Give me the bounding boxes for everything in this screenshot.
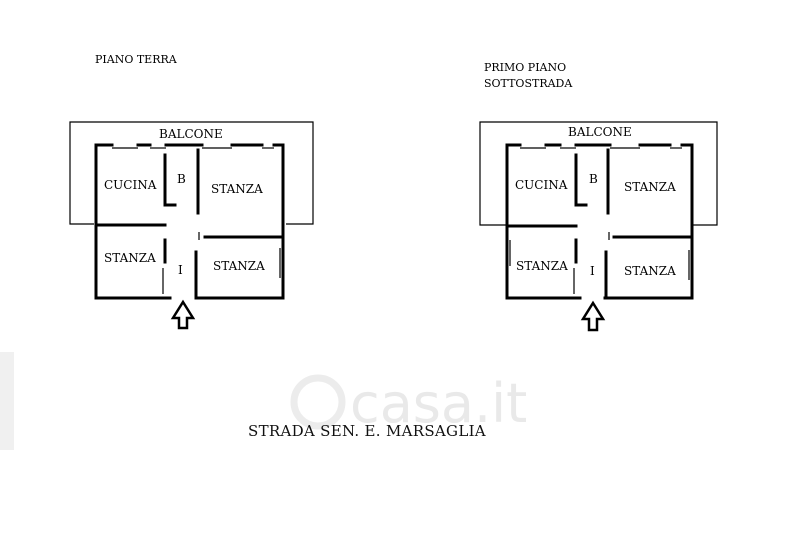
watermark-bar <box>0 352 14 450</box>
left-bath-label: B <box>177 172 186 186</box>
left-floor-plan: PIANO TERRA BALCONE <box>69 53 314 330</box>
right-plan-heading-line1: PRIMO PIANO <box>484 61 566 74</box>
right-bath-label: B <box>589 172 598 186</box>
left-plan-heading: PIANO TERRA <box>95 53 178 66</box>
right-inner-walls <box>505 148 694 298</box>
left-outer-walls <box>94 143 285 300</box>
right-kitchen-label: CUCINA <box>515 178 568 192</box>
watermark-text: casa.it <box>350 372 527 435</box>
watermark-logo-icon <box>290 374 346 430</box>
left-room-bottom-right-label: STANZA <box>213 259 265 273</box>
right-balcony-outline <box>479 121 718 226</box>
right-floor-plan: PRIMO PIANO SOTTOSTRADA BALCONE <box>479 61 718 332</box>
right-room-bottom-right-label: STANZA <box>624 264 676 278</box>
right-room-bottom-left-label: STANZA <box>516 259 568 273</box>
left-inner-walls <box>94 148 285 298</box>
left-balcony-outline <box>69 121 314 225</box>
right-room-top-label: STANZA <box>624 180 676 194</box>
left-kitchen-label: CUCINA <box>104 178 157 192</box>
right-windows <box>509 147 690 280</box>
left-balcony-label: BALCONE <box>159 127 223 141</box>
street-label: STRADA SEN. E. MARSAGLIA <box>248 422 486 440</box>
left-entrance-arrow-icon <box>170 299 196 330</box>
left-room-top-label: STANZA <box>211 182 263 196</box>
right-balcony-label: BALCONE <box>568 125 632 139</box>
right-entrance-arrow-icon <box>580 300 606 332</box>
watermark: casa.it <box>0 352 527 450</box>
left-windows <box>112 147 281 278</box>
right-plan-heading-line2: SOTTOSTRADA <box>484 77 573 90</box>
left-entrance-label: I <box>178 263 183 277</box>
right-entrance-label: I <box>590 264 595 278</box>
right-outer-walls <box>505 143 694 300</box>
left-room-bottom-left-label: STANZA <box>104 251 156 265</box>
